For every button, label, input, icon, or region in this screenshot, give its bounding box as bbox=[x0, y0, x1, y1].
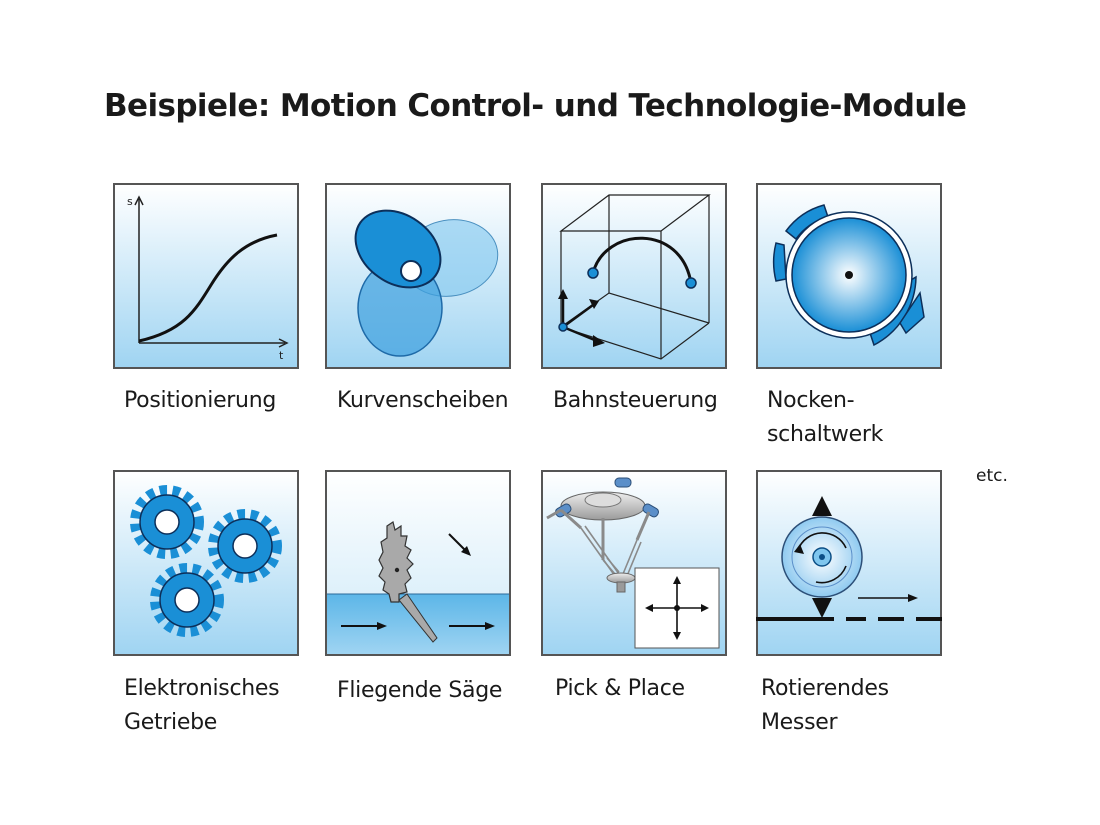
tile-positionierung: s t bbox=[113, 183, 299, 369]
label-bahnsteuerung: Bahnsteuerung bbox=[553, 388, 718, 413]
flying-saw-icon bbox=[325, 470, 511, 656]
tile-fliegende-saege bbox=[325, 470, 511, 656]
positioning-curve-icon: s t bbox=[113, 183, 299, 369]
cam-disc-icon bbox=[325, 183, 511, 369]
page-title: Beispiele: Motion Control- und Technolog… bbox=[104, 88, 967, 124]
label-nockenschaltwerk: Nocken- schaltwerk bbox=[767, 388, 884, 447]
tile-kurvenscheiben bbox=[325, 183, 511, 369]
etc-label: etc. bbox=[976, 466, 1008, 486]
tile-bahnsteuerung bbox=[541, 183, 727, 369]
axis-t-label: t bbox=[279, 349, 284, 362]
label-kurvenscheiben: Kurvenscheiben bbox=[337, 388, 509, 413]
label-pick-and-place: Pick & Place bbox=[555, 676, 685, 701]
gears-icon bbox=[113, 470, 299, 656]
label-rotierendes-messer: Rotierendes Messer bbox=[761, 676, 889, 735]
tile-rotierendes-messer bbox=[756, 470, 942, 656]
axis-s-label: s bbox=[127, 195, 133, 208]
tile-nockenschaltwerk bbox=[756, 183, 942, 369]
tile-pick-and-place bbox=[541, 470, 727, 656]
label-positionierung: Positionierung bbox=[124, 388, 277, 413]
path-control-icon bbox=[541, 183, 727, 369]
label-elektronisches-getriebe: Elektronisches Getriebe bbox=[124, 676, 280, 735]
cam-switch-icon bbox=[756, 183, 942, 369]
rotary-knife-icon bbox=[756, 470, 942, 656]
tile-elektronisches-getriebe bbox=[113, 470, 299, 656]
label-fliegende-saege: Fliegende Säge bbox=[337, 678, 503, 703]
delta-robot-icon bbox=[541, 470, 727, 656]
